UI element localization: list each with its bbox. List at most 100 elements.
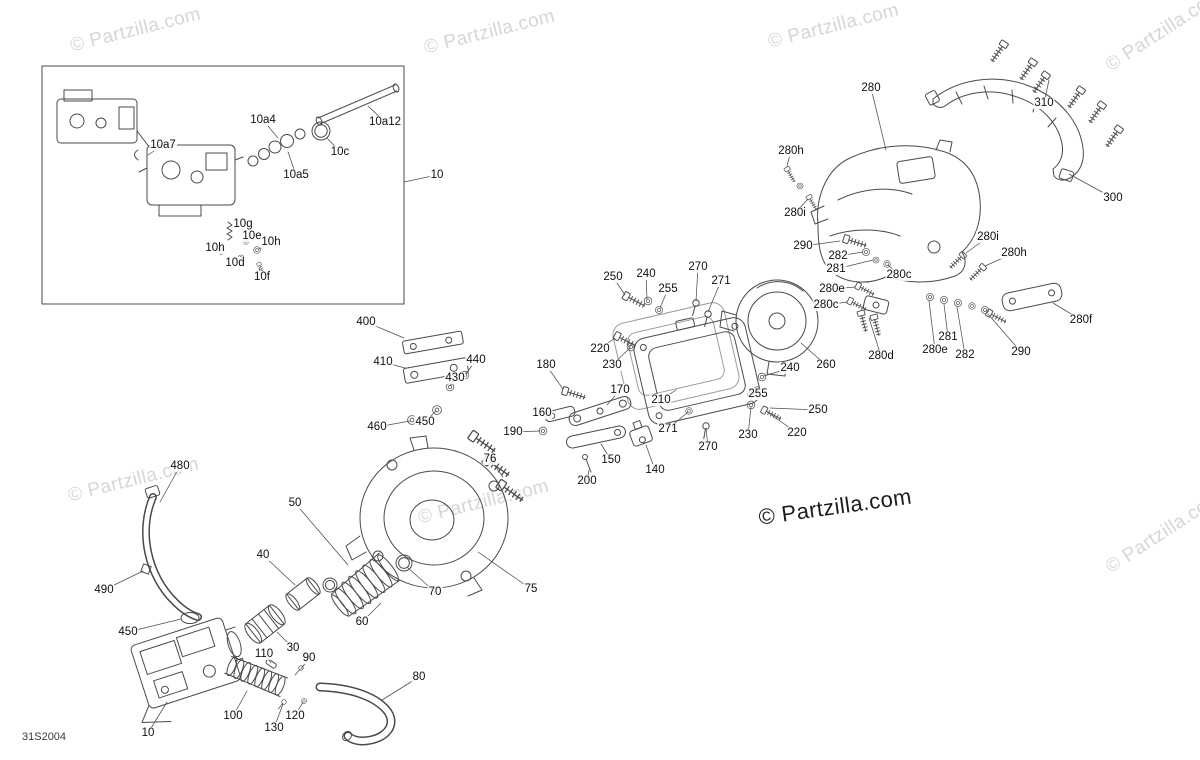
part-shape (638, 436, 646, 444)
screw-220 (612, 330, 638, 350)
part-shape (1001, 282, 1063, 312)
part-shape (627, 316, 725, 396)
leader-line (887, 264, 900, 276)
part-shape (862, 295, 890, 315)
pin-130 (276, 698, 288, 711)
part-shape (175, 626, 216, 658)
part-shape (144, 485, 161, 499)
leader-line (263, 653, 272, 664)
ring-450 (180, 612, 200, 624)
part-shape (1058, 168, 1075, 182)
part-shape (955, 85, 1057, 128)
part-shape (322, 577, 338, 593)
gasket-210 (612, 302, 740, 410)
leader-line (477, 551, 532, 590)
part-shape (568, 395, 632, 427)
part-shape (633, 317, 761, 425)
part-shape (480, 453, 512, 480)
leader-line (424, 410, 437, 423)
leader-line (326, 137, 341, 153)
part-shape (1103, 124, 1125, 149)
leader-line (382, 361, 406, 369)
part-shape (756, 281, 804, 292)
part-shape (700, 421, 711, 440)
part-shape (118, 106, 135, 130)
part-shape (632, 420, 643, 431)
inset-small-parts (217, 221, 267, 276)
part-shape (139, 640, 183, 675)
part-shape (614, 428, 622, 436)
washer-282 (862, 248, 870, 256)
leader-line (599, 337, 616, 350)
leader-line (786, 150, 792, 167)
part-shape (243, 239, 249, 245)
leader-line (300, 657, 310, 670)
part-shape (153, 671, 189, 699)
part-shape (247, 155, 259, 167)
leader-line (541, 412, 550, 415)
part-shape (317, 84, 398, 125)
part-shape (566, 425, 626, 449)
part-shape (460, 570, 472, 582)
leader-line (103, 570, 144, 591)
part-shape (837, 188, 913, 201)
oring-set (247, 121, 331, 167)
part-shape (655, 412, 663, 420)
screw-250 (621, 290, 647, 310)
spring-10g (226, 221, 233, 241)
leader-line (449, 377, 456, 387)
leader-line (294, 701, 304, 717)
part-shape (460, 370, 470, 380)
part-shape (331, 594, 349, 617)
leader-line (831, 286, 856, 290)
part-shape (1008, 297, 1016, 305)
part-shape (872, 301, 880, 309)
leader-line (707, 280, 722, 313)
bellows-50 (330, 552, 401, 617)
part-shape (810, 205, 829, 225)
shaft-10a12 (315, 83, 400, 126)
part-shape (488, 480, 500, 492)
part-shape (160, 685, 169, 694)
part-shape (409, 342, 417, 350)
diagram-code: 31S2004 (22, 731, 67, 743)
part-shape (940, 296, 948, 304)
fork-140 (629, 420, 653, 447)
leader-line (769, 407, 819, 411)
part-shape (675, 317, 695, 331)
leader-line (512, 430, 541, 433)
screw-290 (841, 233, 868, 250)
leader-line (600, 443, 612, 461)
leader-line (956, 306, 966, 356)
leader-line (232, 223, 244, 229)
part-shape (410, 370, 419, 379)
leader-line (606, 389, 621, 406)
part-shape (311, 121, 331, 141)
inset-box (41, 65, 405, 305)
ring-60 (322, 577, 338, 593)
leader-line (747, 406, 752, 436)
part-shape (968, 302, 976, 310)
leader-line (403, 174, 438, 183)
leader-line (232, 690, 248, 717)
part-shape (817, 145, 981, 283)
leader-line (835, 259, 874, 270)
spring-100 (224, 655, 289, 698)
part-shape (56, 98, 138, 144)
part-shape (314, 124, 328, 138)
part-shape (251, 609, 280, 639)
clip-10a7 (134, 149, 139, 161)
part-shape (869, 313, 883, 337)
part-shape (467, 577, 483, 597)
part-shape (856, 309, 870, 333)
leader-line (276, 631, 294, 649)
leader-line (159, 465, 181, 503)
frame-210 (633, 317, 761, 425)
leader-line (294, 502, 349, 566)
leader-line (645, 444, 656, 471)
part-shape (719, 310, 737, 332)
clamp-70 (395, 554, 413, 572)
nut-255 (655, 306, 663, 314)
part-shape (158, 204, 202, 217)
